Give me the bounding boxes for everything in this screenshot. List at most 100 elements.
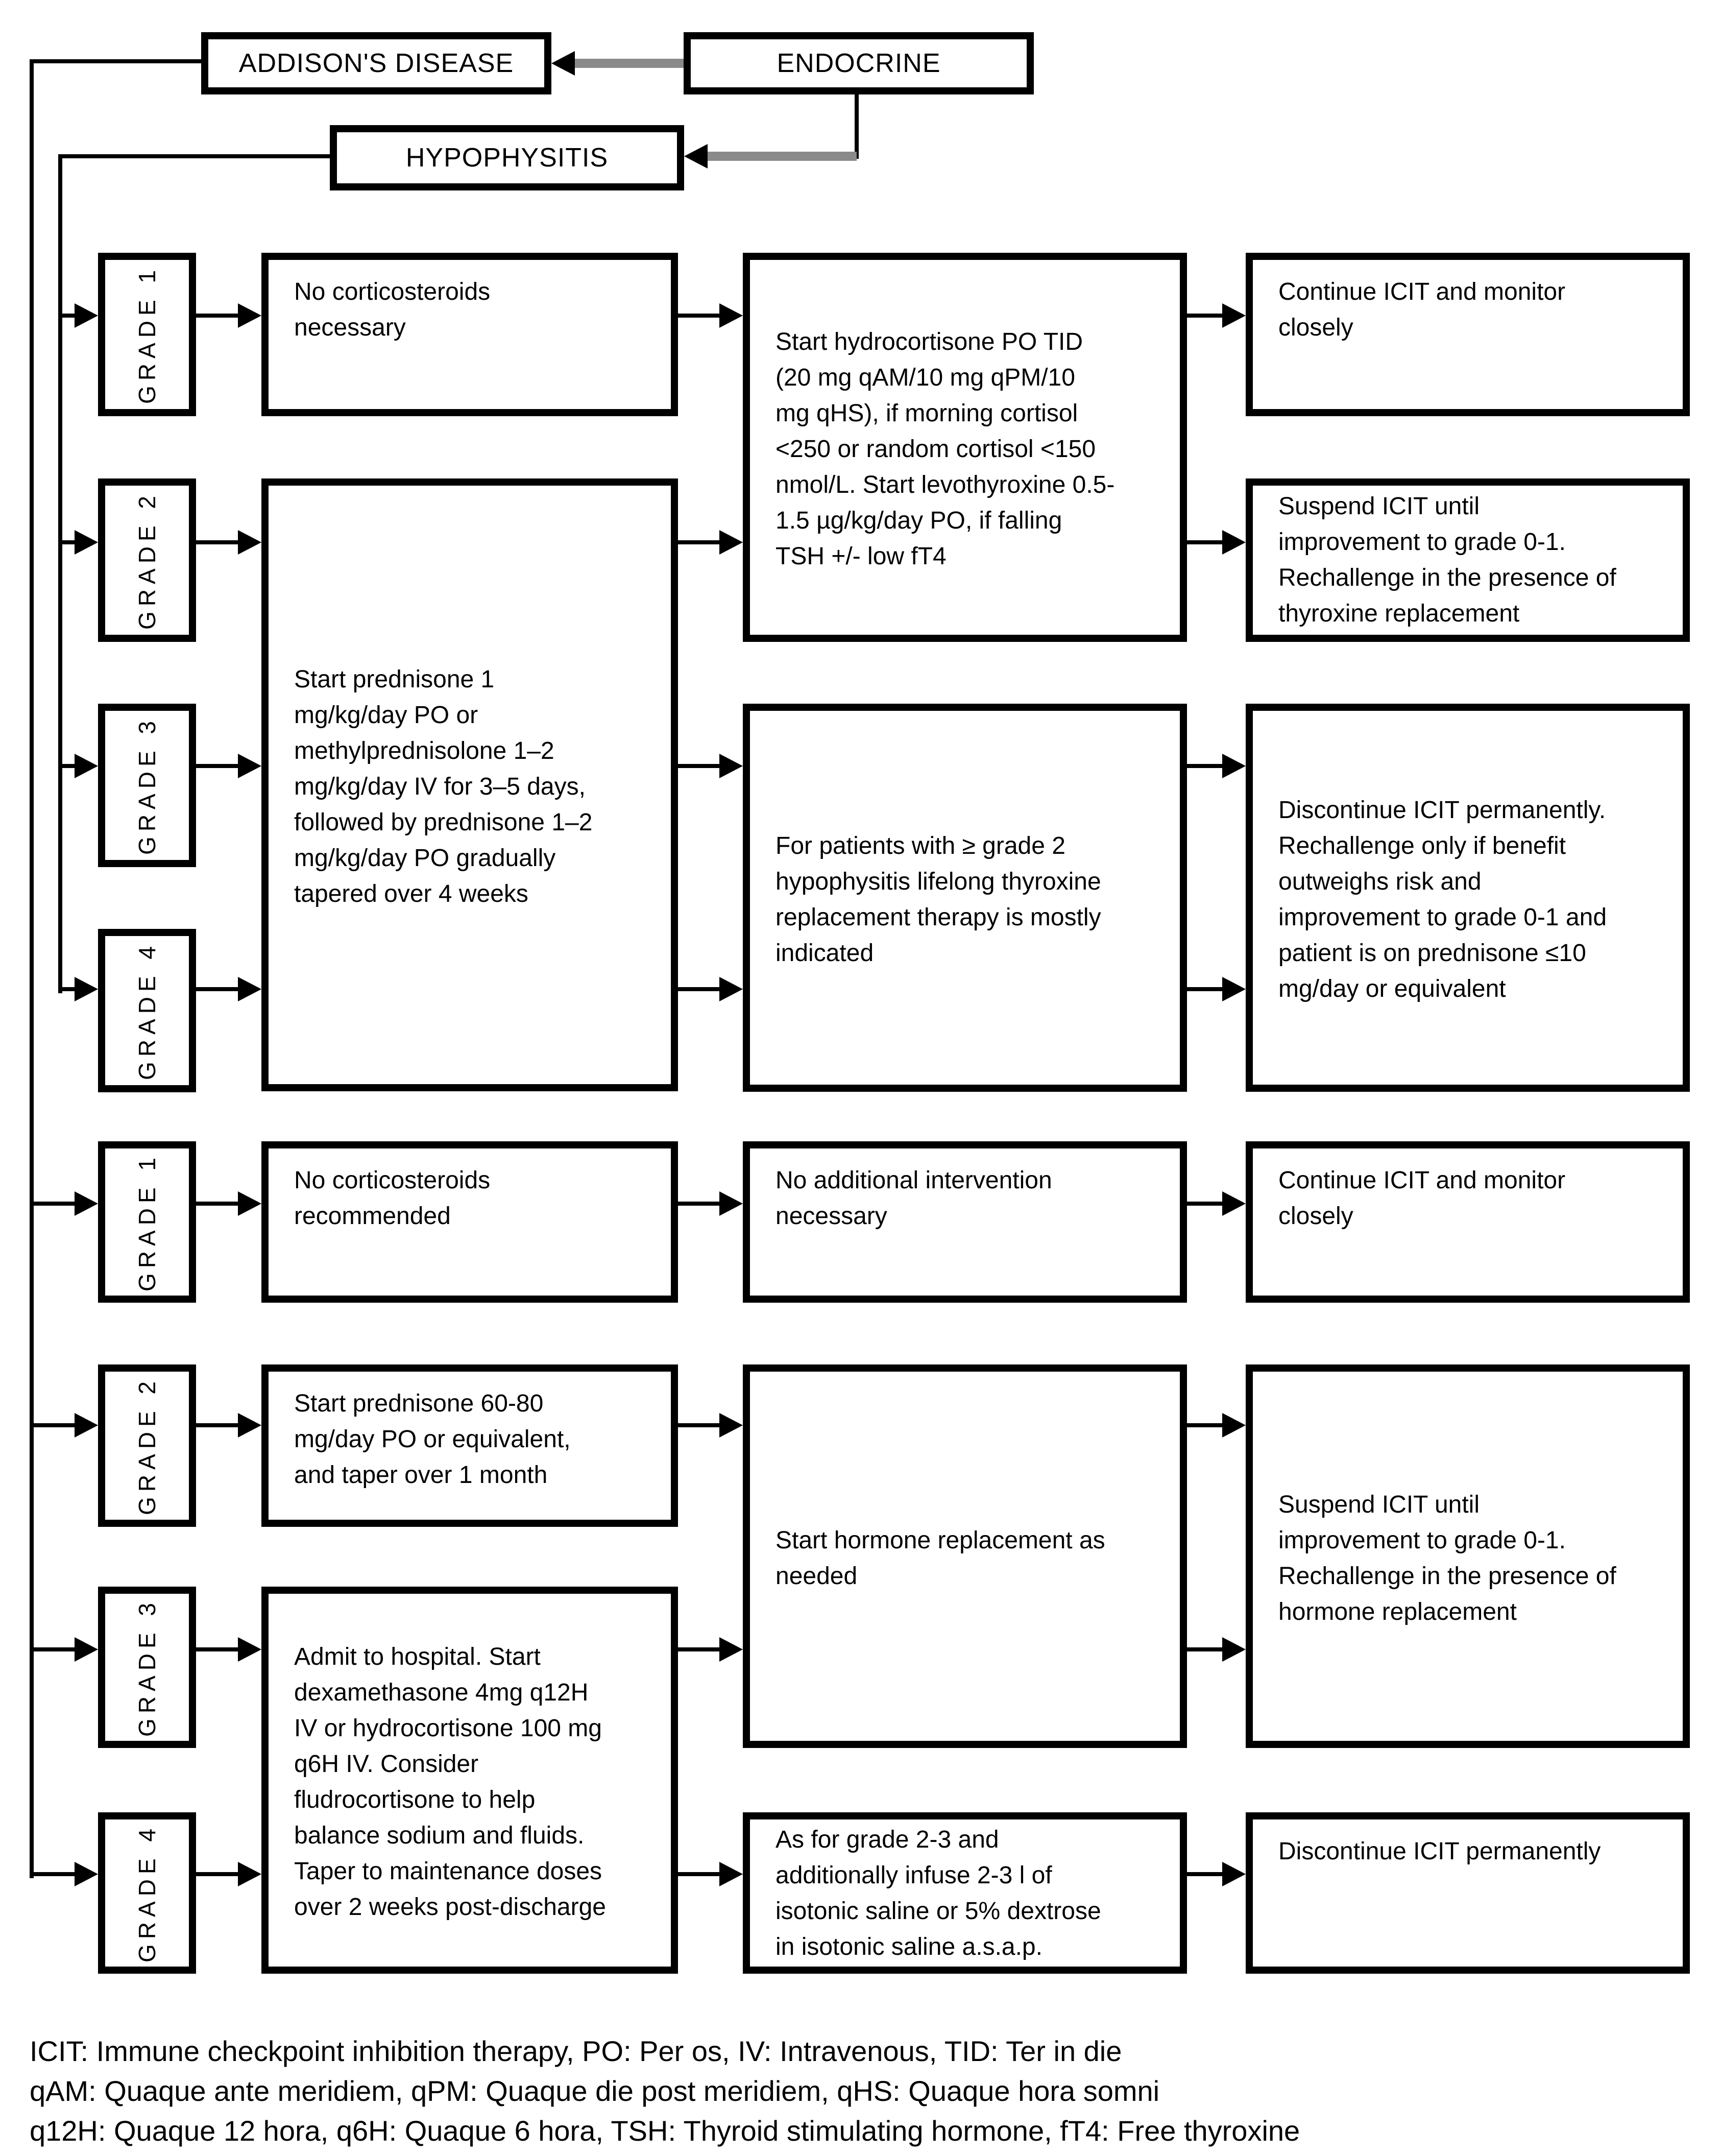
grade-label: GRADE 2	[134, 1376, 160, 1515]
connector-line	[58, 154, 62, 993]
grade-label: GRADE 3	[134, 1598, 160, 1737]
hypophysitis-grade3-box: GRADE 3	[98, 704, 196, 867]
connector-line	[30, 59, 34, 1878]
connector-line	[678, 1202, 721, 1206]
connector-line	[196, 764, 240, 768]
grade-label: GRADE 2	[134, 491, 160, 630]
arrow-right-icon	[719, 1413, 743, 1438]
arrow-right-icon	[1222, 1191, 1246, 1216]
connector-line	[678, 764, 721, 768]
arrow-right-icon	[75, 530, 98, 555]
connector-line	[30, 1423, 77, 1427]
arrow-right-icon	[719, 1637, 743, 1662]
arrow-right-icon	[1222, 977, 1246, 1001]
addisons-grade1-followup-box: No additional intervention necessary	[743, 1141, 1187, 1303]
connector-line	[1187, 1647, 1224, 1651]
endocrine-title-box: ENDOCRINE	[684, 32, 1034, 94]
addisons-grade3-4-action-box: Admit to hospital. Start dexamethasone 4…	[261, 1587, 678, 1974]
arrow-right-icon	[238, 977, 261, 1001]
connector-line	[1187, 540, 1224, 544]
arrow-right-icon	[75, 754, 98, 778]
hypophysitis-grade2-icit-box: Suspend ICIT until improvement to grade …	[1246, 478, 1690, 642]
addisons-grade1-box: GRADE 1	[98, 1141, 196, 1303]
arrow-right-icon	[75, 303, 98, 328]
connector-line	[30, 1872, 77, 1876]
hypophysitis-grade2-4-action-box: Start prednisone 1 mg/kg/day PO or methy…	[261, 478, 678, 1091]
connector-line	[575, 59, 684, 68]
connector-line	[1187, 1202, 1224, 1206]
connector-line	[678, 1423, 721, 1427]
arrow-right-icon	[238, 1191, 261, 1216]
addisons-grade2-box: GRADE 2	[98, 1364, 196, 1527]
connector-line	[1187, 987, 1224, 991]
addisons-grade2-action-box: Start prednisone 60-80 mg/day PO or equi…	[261, 1364, 678, 1527]
connector-line	[1187, 1872, 1224, 1876]
arrow-right-icon	[75, 1637, 98, 1662]
connector-line	[708, 152, 857, 161]
connector-line	[196, 314, 240, 318]
arrow-right-icon	[238, 530, 261, 555]
connector-line	[1187, 1423, 1224, 1427]
arrow-right-icon	[1222, 303, 1246, 328]
arrow-right-icon	[238, 1413, 261, 1438]
connector-line	[196, 1647, 240, 1651]
hypophysitis-grade3-4-followup-box: For patients with ≥ grade 2 hypophysitis…	[743, 704, 1187, 1092]
legend-line: ICIT: Immune checkpoint inhibition thera…	[30, 2035, 1122, 2067]
connector-line	[30, 1202, 77, 1206]
connector-line	[58, 987, 77, 991]
arrow-right-icon	[719, 530, 743, 555]
arrow-right-icon	[238, 1862, 261, 1886]
addisons-grade4-icit-box: Discontinue ICIT permanently	[1246, 1812, 1690, 1974]
arrow-right-icon	[75, 1191, 98, 1216]
hypophysitis-grade1-action-box: No corticosteroids necessary	[261, 253, 678, 416]
grade-label: GRADE 4	[134, 941, 160, 1080]
addisons-grade1-icit-box: Continue ICIT and monitor closely	[1246, 1141, 1690, 1303]
hypophysitis-grade2-box: GRADE 2	[98, 478, 196, 642]
grade-label: GRADE 4	[134, 1824, 160, 1962]
addisons-grade4-followup-box: As for grade 2-3 and additionally infuse…	[743, 1812, 1187, 1974]
connector-line	[1187, 764, 1224, 768]
hypophysitis-grade1-2-followup-box: Start hydrocortisone PO TID (20 mg qAM/1…	[743, 253, 1187, 642]
connector-line	[196, 987, 240, 991]
connector-line	[196, 1872, 240, 1876]
arrow-left-icon	[551, 51, 575, 76]
addisons-grade1-action-box: No corticosteroids recommended	[261, 1141, 678, 1303]
connector-line	[30, 1647, 77, 1651]
connector-line	[855, 94, 859, 159]
connector-line	[678, 540, 721, 544]
arrow-right-icon	[719, 1862, 743, 1886]
connector-line	[678, 1647, 721, 1651]
hypophysitis-grade3-4-icit-box: Discontinue ICIT permanently. Rechalleng…	[1246, 704, 1690, 1092]
grade-label: GRADE 1	[134, 1153, 160, 1291]
addisons-grade4-box: GRADE 4	[98, 1812, 196, 1974]
arrow-right-icon	[75, 1413, 98, 1438]
arrow-right-icon	[1222, 1413, 1246, 1438]
hypophysitis-grade1-box: GRADE 1	[98, 253, 196, 416]
connector-line	[196, 540, 240, 544]
connector-line	[678, 314, 721, 318]
connector-line	[1187, 314, 1224, 318]
addisons-disease-title-box: ADDISON'S DISEASE	[201, 32, 551, 94]
hypophysitis-title-box: HYPOPHYSITIS	[330, 125, 684, 190]
arrow-right-icon	[238, 1637, 261, 1662]
arrow-right-icon	[719, 1191, 743, 1216]
connector-line	[58, 764, 77, 768]
hypophysitis-grade1-icit-box: Continue ICIT and monitor closely	[1246, 253, 1690, 416]
arrow-right-icon	[1222, 530, 1246, 555]
addisons-grade2-3-icit-box: Suspend ICIT until improvement to grade …	[1246, 1364, 1690, 1748]
grade-label: GRADE 3	[134, 716, 160, 855]
connector-line	[30, 59, 203, 63]
connector-line	[196, 1423, 240, 1427]
legend-line: q12H: Quaque 12 hora, q6H: Quaque 6 hora…	[30, 2115, 1300, 2147]
arrow-right-icon	[238, 303, 261, 328]
arrow-right-icon	[719, 303, 743, 328]
arrow-left-icon	[684, 144, 708, 169]
arrow-right-icon	[1222, 754, 1246, 778]
legend: ICIT: Immune checkpoint inhibition thera…	[30, 2031, 1300, 2151]
hypophysitis-grade4-box: GRADE 4	[98, 929, 196, 1092]
arrow-right-icon	[719, 754, 743, 778]
connector-line	[58, 314, 77, 318]
arrow-right-icon	[1222, 1862, 1246, 1886]
arrow-right-icon	[1222, 1637, 1246, 1662]
